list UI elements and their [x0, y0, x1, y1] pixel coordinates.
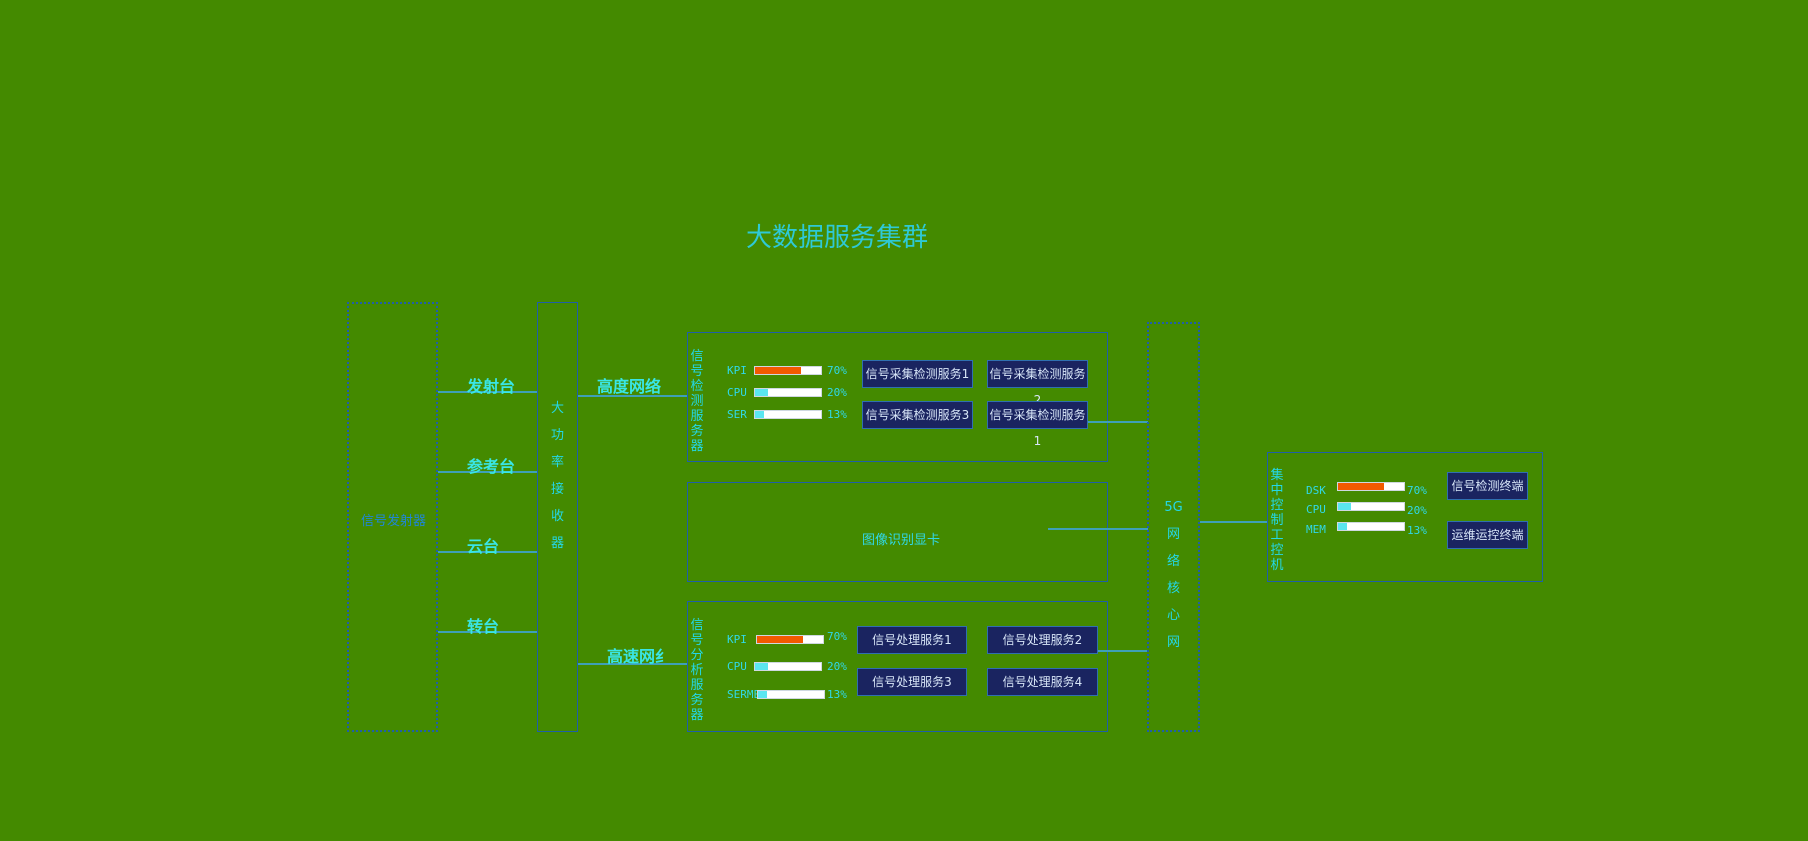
station-line-4 [438, 631, 538, 633]
analysis-metric-bar-1 [756, 635, 824, 644]
central-control-computer-box [1267, 452, 1543, 582]
control-computer-title: 集中控 制工控 机 [1270, 468, 1284, 573]
analysis-metric-label-1: KPI [727, 633, 747, 646]
control-metric-bar-3 [1337, 522, 1405, 531]
network-line-top [578, 395, 688, 397]
control-metric-bar-2 [1337, 502, 1405, 511]
control-metric-bar-1 [1337, 482, 1405, 491]
signal-detection-server-box [687, 332, 1108, 462]
gpu-label: 图像识别显卡 [862, 533, 941, 548]
detection-service-button-2[interactable]: 信号采集检测服务2 [987, 360, 1088, 407]
control-metric-label-3: MEM [1306, 523, 1326, 536]
network-label-bottom: 高速网纟 [607, 647, 672, 666]
detection-service-button-3[interactable]: 信号采集检测服务3 [862, 401, 973, 429]
analysis-metric-label-2: CPU [727, 660, 747, 673]
detection-metric-label-3: SER [727, 408, 747, 421]
detection-metric-label-2: CPU [727, 386, 747, 399]
analysis-metric-label-3: SERME [727, 688, 761, 701]
analysis-metric-pct-1: 70% [827, 630, 847, 643]
page-title: 大数据服务集群 [746, 223, 929, 253]
station-line-2 [438, 471, 538, 473]
control-metric-label-2: CPU [1306, 503, 1326, 516]
signal-detection-terminal-button[interactable]: 信号检测终端 [1447, 472, 1528, 500]
detection-metric-bar-1 [754, 366, 822, 375]
detection-service-button-4[interactable]: 信号采集检测服务1 [987, 401, 1088, 448]
high-power-receiver-box: 大功率 接收器 [537, 302, 578, 732]
detection-to-core-line [1088, 421, 1148, 423]
station-label-4: 转台 [467, 617, 500, 636]
detection-metric-pct-3: 13% [827, 408, 847, 421]
station-label-3: 云台 [467, 537, 500, 556]
station-line-1 [438, 391, 538, 393]
detection-metric-pct-2: 20% [827, 386, 847, 399]
signal-transmitter-box [347, 302, 438, 732]
analysis-metric-bar-2 [754, 662, 822, 671]
station-line-3 [438, 551, 538, 553]
signal-analysis-server-box [687, 601, 1108, 732]
analysis-metric-bar-3 [757, 690, 825, 699]
control-metric-label-1: DSK [1306, 484, 1326, 497]
signal-transmitter-label: 信号发射器 [361, 514, 427, 529]
analysis-metric-pct-2: 20% [827, 660, 847, 673]
control-metric-pct-2: 20% [1407, 504, 1427, 517]
detection-metric-bar-2 [754, 388, 822, 397]
analysis-server-title: 信号分 析服务 器 [690, 618, 704, 723]
detection-server-title: 信号检 测服务 器 [690, 349, 704, 454]
gpu-to-core-line [1048, 528, 1148, 530]
analysis-service-button-4[interactable]: 信号处理服务4 [987, 668, 1098, 696]
control-metric-pct-3: 13% [1407, 524, 1427, 537]
detection-metric-bar-3 [754, 410, 822, 419]
analysis-metric-pct-3: 13% [827, 688, 847, 701]
station-label-1: 发射台 [467, 377, 516, 396]
network-line-bottom [578, 663, 688, 665]
analysis-service-button-1[interactable]: 信号处理服务1 [857, 626, 967, 654]
ops-control-terminal-button[interactable]: 运维运控终端 [1447, 521, 1528, 549]
detection-service-button-1[interactable]: 信号采集检测服务1 [862, 360, 973, 388]
receiver-label: 大功率 接收器 [550, 401, 564, 551]
analysis-service-button-3[interactable]: 信号处理服务3 [857, 668, 967, 696]
detection-metric-pct-1: 70% [827, 364, 847, 377]
control-metric-pct-1: 70% [1407, 484, 1427, 497]
analysis-service-button-2[interactable]: 信号处理服务2 [987, 626, 1098, 654]
station-label-2: 参考台 [467, 457, 516, 476]
network-label-top: 高度网络 [597, 377, 662, 396]
analysis-to-core-line [1098, 650, 1148, 652]
core-to-control-line [1200, 521, 1268, 523]
detection-metric-label-1: KPI [727, 364, 747, 377]
image-recognition-gpu-box [687, 482, 1108, 582]
